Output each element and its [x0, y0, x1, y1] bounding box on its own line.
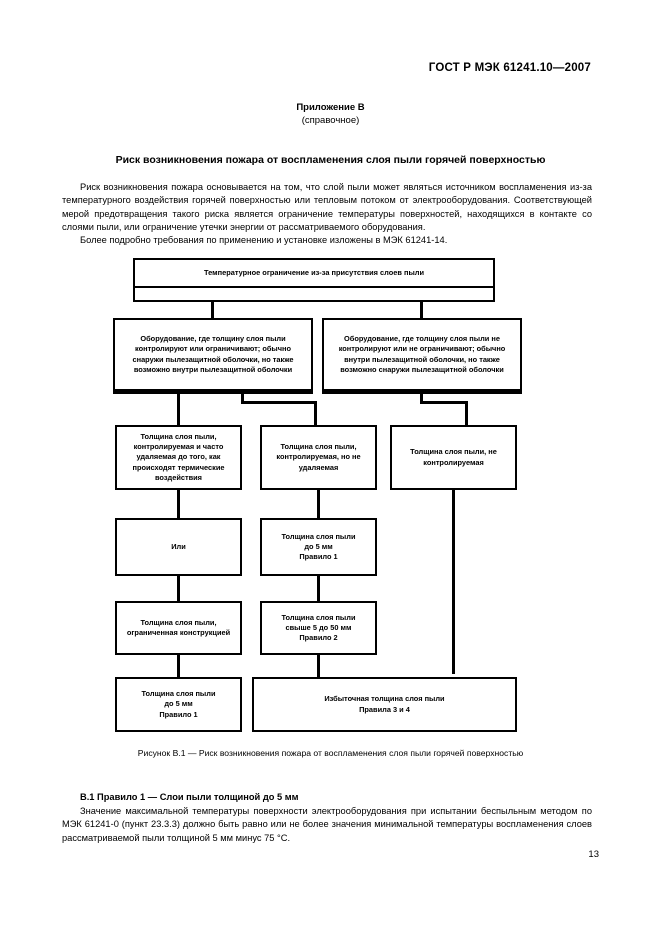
flow-node-col1-row3: Толщина слоя пыли, контролируемая и част…	[115, 425, 242, 490]
intro-paragraph-2: Более подробно требования по применению …	[80, 235, 448, 246]
section-heading: Риск возникновения пожара от воспламенен…	[115, 154, 546, 166]
flow-node-col1-row5: Толщина слоя пыли, ограниченная конструк…	[115, 601, 242, 655]
connector-right-elbow-down	[420, 391, 423, 403]
connector-col1-r3-down	[177, 490, 180, 518]
connector-col1-r4-down	[177, 576, 180, 601]
connector-root-stub-right	[493, 288, 495, 302]
connector-left-to-col1	[177, 391, 180, 425]
figure-caption: Рисунок В.1 — Риск возникновения пожара …	[137, 748, 524, 758]
flow-node-left-branch: Оборудование, где толщину слоя пыли конт…	[113, 318, 313, 391]
connector-col3-long-down	[452, 490, 455, 674]
clause-heading: В.1 Правило 1 — Слои пыли толщиной до 5 …	[80, 792, 299, 802]
connector-root-stub-left	[133, 288, 135, 302]
connector-col2-r3-down	[317, 490, 320, 518]
clause-paragraph: Значение максимальной температуры поверх…	[62, 806, 592, 843]
flowchart-figure: Температурное ограничение из-за присутст…	[0, 258, 661, 738]
flow-node-col1-row4: Или	[115, 518, 242, 576]
flow-node-right-branch: Оборудование, где толщину слоя пыли не к…	[322, 318, 522, 391]
page-number: 13	[588, 849, 599, 860]
connector-left-branch-bus	[113, 391, 313, 394]
flow-node-col2-row3: Толщина слоя пыли, контролируемая, но не…	[260, 425, 377, 490]
connector-col2-r5-down	[317, 655, 320, 677]
connector-right-to-col3	[465, 401, 468, 425]
connector-left-elbow-down	[241, 391, 244, 403]
annex-title-block: Приложение В (справочное)	[0, 101, 661, 127]
connector-col2-r4-down	[317, 576, 320, 601]
flow-node-root: Температурное ограничение из-за присутст…	[133, 258, 495, 288]
connector-left-to-col2	[314, 401, 317, 425]
connector-right-elbow-across	[420, 401, 468, 404]
connector-col1-r5-down	[177, 655, 180, 677]
flow-node-col3-row3: Толщина слоя пыли, не контролируемая	[390, 425, 517, 490]
connector-root-bus	[133, 300, 495, 302]
clause-body: Значение максимальной температуры поверх…	[62, 805, 592, 845]
intro-text: Риск возникновения пожара основывается н…	[62, 181, 592, 247]
annex-title: Приложение В	[296, 102, 365, 113]
intro-paragraph-1: Риск возникновения пожара основывается н…	[62, 182, 592, 232]
connector-left-elbow-across	[241, 401, 317, 404]
connector-root-to-left	[211, 300, 214, 318]
connector-root-to-right	[420, 300, 423, 318]
annex-subtitle: (справочное)	[301, 115, 360, 126]
standard-header: ГОСТ Р МЭК 61241.10—2007	[428, 62, 591, 74]
